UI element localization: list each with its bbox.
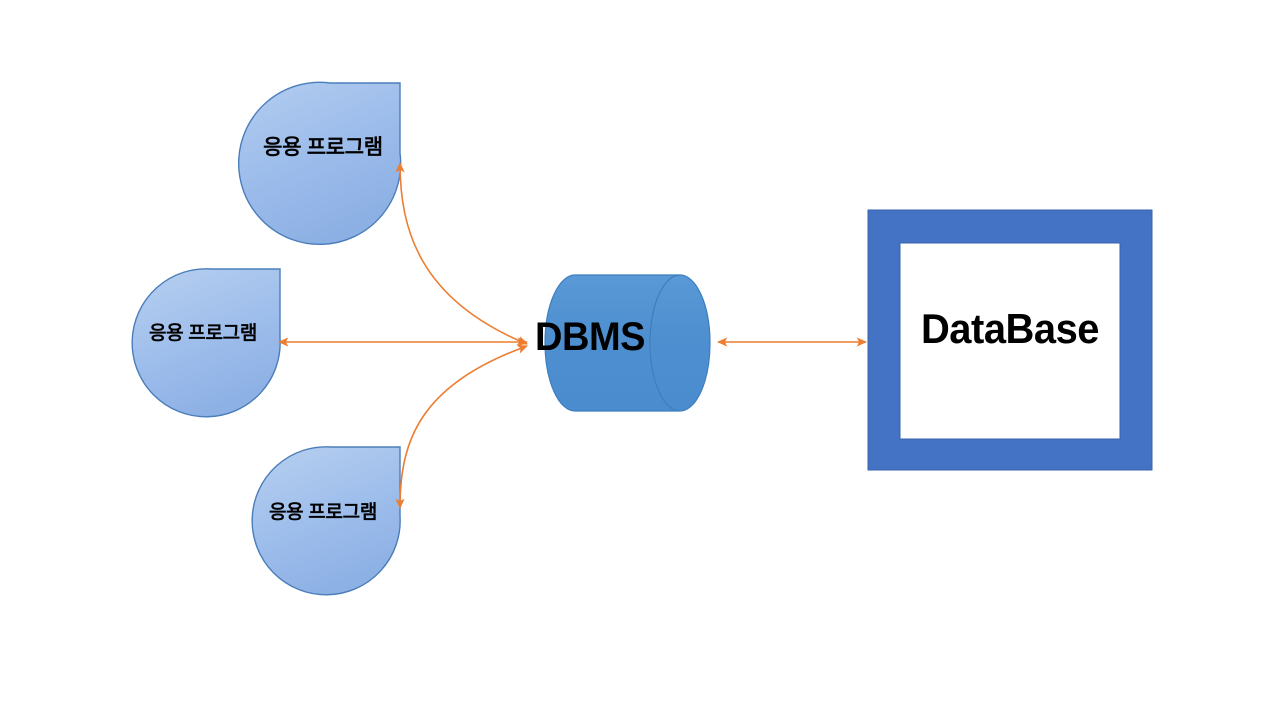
node-app-2[interactable] <box>131 268 281 418</box>
connector-app3-dbms[interactable] <box>395 344 528 509</box>
dbms-cylinder-cap <box>649 274 681 412</box>
database-frame-inner <box>899 242 1121 440</box>
node-database[interactable] <box>867 209 1153 471</box>
app-3-teardrop-shape <box>251 446 401 596</box>
app-2-teardrop-shape <box>131 268 281 418</box>
dbms-cylinder-body <box>544 274 711 412</box>
connector-app1-dbms[interactable] <box>395 162 528 345</box>
node-dbms[interactable] <box>544 274 711 412</box>
node-app-3[interactable] <box>251 446 401 596</box>
app-1-teardrop-shape <box>238 81 402 245</box>
node-app-1[interactable] <box>238 81 402 245</box>
